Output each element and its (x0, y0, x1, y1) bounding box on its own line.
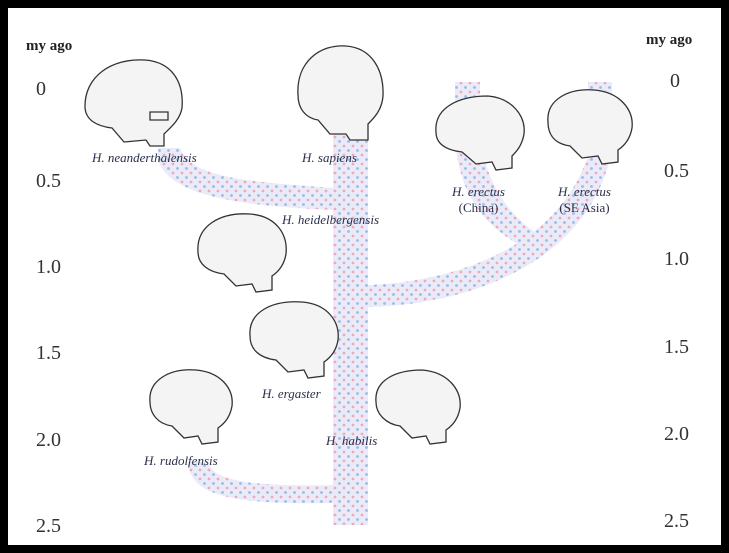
left-tick-1-0: 1.0 (36, 256, 61, 279)
skull-rudolfensis-icon (150, 370, 232, 444)
label-rudolfensis: H. rudolfensis (144, 453, 218, 469)
skull-sapiens-icon (298, 46, 383, 140)
label-ergaster: H. ergaster (262, 386, 321, 402)
right-tick-2-5: 2.5 (664, 510, 689, 533)
left-tick-2-5: 2.5 (36, 515, 61, 538)
label-erectus-china: H. erectus (China) (452, 184, 505, 216)
left-axis-title: my ago (26, 38, 72, 55)
skull-erectus-china-icon (436, 96, 524, 170)
label-erectus-china-region: (China) (452, 200, 505, 216)
right-tick-0-5: 0.5 (664, 160, 689, 183)
label-habilis: H. habilis (326, 433, 377, 449)
label-neanderthalensis: H. neanderthalensis (92, 150, 197, 166)
label-erectus-se-asia-region: (SE Asia) (558, 200, 611, 216)
left-tick-0-5: 0.5 (36, 170, 61, 193)
right-tick-1-5: 1.5 (664, 336, 689, 359)
label-heidelbergensis: H. heidelbergensis (282, 212, 379, 228)
right-tick-0: 0 (670, 70, 680, 93)
skull-neanderthalensis-icon (85, 60, 182, 146)
label-erectus-se-asia-name: H. erectus (558, 184, 611, 199)
label-erectus-china-name: H. erectus (452, 184, 505, 199)
left-tick-0: 0 (36, 78, 46, 101)
left-tick-2-0: 2.0 (36, 429, 61, 452)
right-tick-1-0: 1.0 (664, 248, 689, 271)
skull-habilis-icon (376, 370, 460, 444)
branch-erectus (368, 150, 612, 307)
phylogeny-branches (158, 82, 612, 525)
right-tick-2-0: 2.0 (664, 423, 689, 446)
skull-erectus-se-asia-icon (548, 90, 632, 164)
label-erectus-se-asia: H. erectus (SE Asia) (558, 184, 611, 216)
left-tick-1-5: 1.5 (36, 342, 61, 365)
skull-ergaster-icon (250, 302, 338, 378)
branch-main-trunk (333, 118, 368, 525)
right-axis-title: my ago (646, 32, 692, 49)
label-sapiens: H. sapiens (302, 150, 357, 166)
skull-heidelbergensis-icon (198, 214, 286, 292)
